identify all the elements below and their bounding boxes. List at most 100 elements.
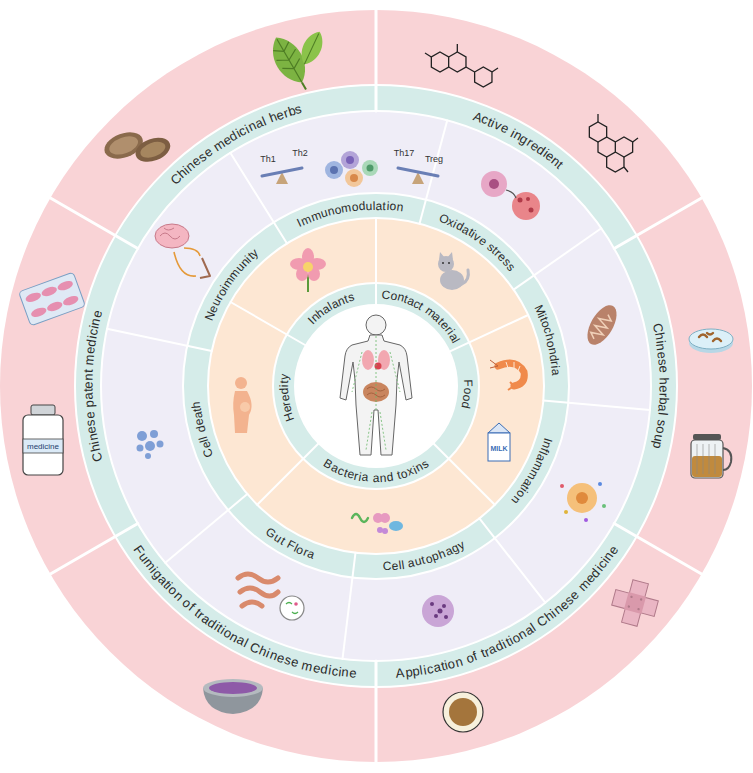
label-char: d bbox=[358, 200, 366, 212]
medicine-bottle bbox=[23, 405, 63, 475]
label-char: e bbox=[81, 381, 94, 388]
label-char: t bbox=[278, 380, 290, 384]
label-char: d bbox=[459, 400, 472, 409]
herb-leaf-small bbox=[296, 28, 328, 68]
label-char: i bbox=[278, 384, 290, 387]
label-char: r bbox=[657, 392, 670, 397]
label-char: s bbox=[656, 358, 669, 366]
band-label: Mitochondria bbox=[530, 301, 564, 377]
band-label: Food bbox=[457, 378, 476, 410]
band-label: Inhalants bbox=[303, 288, 357, 328]
label-char: n bbox=[396, 201, 404, 214]
label-char: a bbox=[82, 392, 95, 400]
band-label: Oxidative stress bbox=[435, 209, 519, 274]
label-char: C bbox=[382, 560, 391, 572]
band-label: Immunomodulation bbox=[293, 197, 405, 230]
cause-band: Inhalants bbox=[303, 288, 357, 328]
label-char: A bbox=[395, 666, 405, 680]
sector-dividers bbox=[50, 10, 701, 762]
label-char: m bbox=[82, 354, 96, 366]
rings bbox=[0, 10, 752, 762]
label-char bbox=[368, 472, 372, 484]
label-char: o bbox=[351, 200, 359, 213]
label-char: e bbox=[391, 559, 399, 572]
mechanism-band: Oxidative stress bbox=[435, 209, 519, 274]
label-char: e bbox=[657, 385, 670, 392]
label-char: t bbox=[82, 369, 95, 373]
cell-death bbox=[137, 430, 164, 459]
mechanism-band: Cell death bbox=[188, 399, 218, 460]
label-char: s bbox=[294, 101, 304, 115]
cell-label: Th2 bbox=[292, 148, 308, 158]
label-char: d bbox=[386, 471, 394, 484]
label-char: h bbox=[657, 377, 670, 384]
chemical-structure bbox=[589, 114, 638, 172]
label-char: e bbox=[83, 411, 97, 420]
band-label: Cell autophagy bbox=[380, 536, 468, 574]
paste-bowl bbox=[443, 692, 483, 732]
cell-label: Th1 bbox=[260, 154, 276, 164]
label-char bbox=[657, 373, 670, 377]
cell-label: Treg bbox=[425, 154, 443, 164]
label-char: e bbox=[655, 350, 669, 359]
label-char: e bbox=[278, 394, 291, 402]
shrimp bbox=[490, 360, 524, 390]
label-char: y bbox=[278, 374, 291, 381]
label-char: t bbox=[82, 388, 95, 392]
label-char: a bbox=[656, 404, 670, 412]
label-char: a bbox=[550, 368, 562, 376]
brain-nose bbox=[155, 224, 210, 278]
label-char: e bbox=[349, 666, 357, 680]
label-char: u bbox=[365, 200, 372, 212]
herbal-plaster bbox=[608, 576, 662, 630]
band-label: Gut Flora bbox=[262, 523, 318, 563]
carton-label: MILK bbox=[490, 445, 507, 453]
label-char: n bbox=[379, 472, 387, 484]
fumigation-bowl bbox=[203, 679, 263, 714]
label-char: b bbox=[657, 397, 670, 405]
oxidative-cells bbox=[481, 171, 540, 220]
label-char bbox=[82, 407, 95, 412]
band-label: Fumigation of traditional Chinese medici… bbox=[129, 541, 357, 682]
band-label: Inflammation bbox=[507, 435, 556, 508]
cause-band: Contact material bbox=[379, 286, 464, 347]
cause-band: Bacteria and toxins bbox=[319, 455, 432, 486]
label-char: t bbox=[382, 200, 386, 212]
label-char: l bbox=[372, 199, 375, 211]
label-char: l bbox=[656, 412, 669, 416]
autophagy-cell bbox=[422, 595, 454, 627]
band-label: Active ingredient bbox=[469, 107, 567, 173]
treatment-band: Fumigation of traditional Chinese medici… bbox=[129, 541, 357, 682]
mitochondrion bbox=[581, 300, 622, 349]
mechanism-band: Neuroimmunity bbox=[200, 244, 262, 324]
mechanism-band: Cell autophagy bbox=[380, 536, 468, 574]
band-label: Chinese patent medicine bbox=[79, 308, 106, 464]
label-char: p bbox=[651, 440, 665, 450]
cause-band: Heredity bbox=[276, 372, 299, 424]
label-char: n bbox=[654, 343, 668, 352]
bottle-label: medicine bbox=[27, 442, 59, 451]
label-char: m bbox=[340, 201, 352, 214]
cat bbox=[438, 252, 468, 290]
label-char: e bbox=[657, 365, 670, 373]
pill-blister bbox=[19, 272, 86, 326]
label-char: d bbox=[84, 338, 98, 347]
label-char: F bbox=[462, 380, 474, 388]
human-figure bbox=[340, 315, 412, 455]
treatment-band: Chinese medicinal herbs bbox=[165, 99, 304, 189]
band-label: Chinese herbal soup bbox=[648, 320, 672, 451]
label-char: o bbox=[462, 387, 474, 394]
treatment-band: Chinese patent medicine bbox=[79, 308, 106, 464]
treatment-band: Active ingredient bbox=[469, 107, 567, 173]
inflammatory-cell bbox=[560, 482, 606, 522]
cell-label: Th17 bbox=[394, 148, 415, 158]
band-label: Neuroimmunity bbox=[200, 244, 262, 324]
milk-carton bbox=[488, 423, 510, 461]
label-char: s bbox=[83, 419, 97, 427]
mechanism-band: Inflammation bbox=[507, 435, 556, 508]
band-label: Chinese medicinal herbs bbox=[165, 99, 304, 189]
label-char: a bbox=[372, 472, 379, 484]
teapot bbox=[691, 434, 731, 478]
